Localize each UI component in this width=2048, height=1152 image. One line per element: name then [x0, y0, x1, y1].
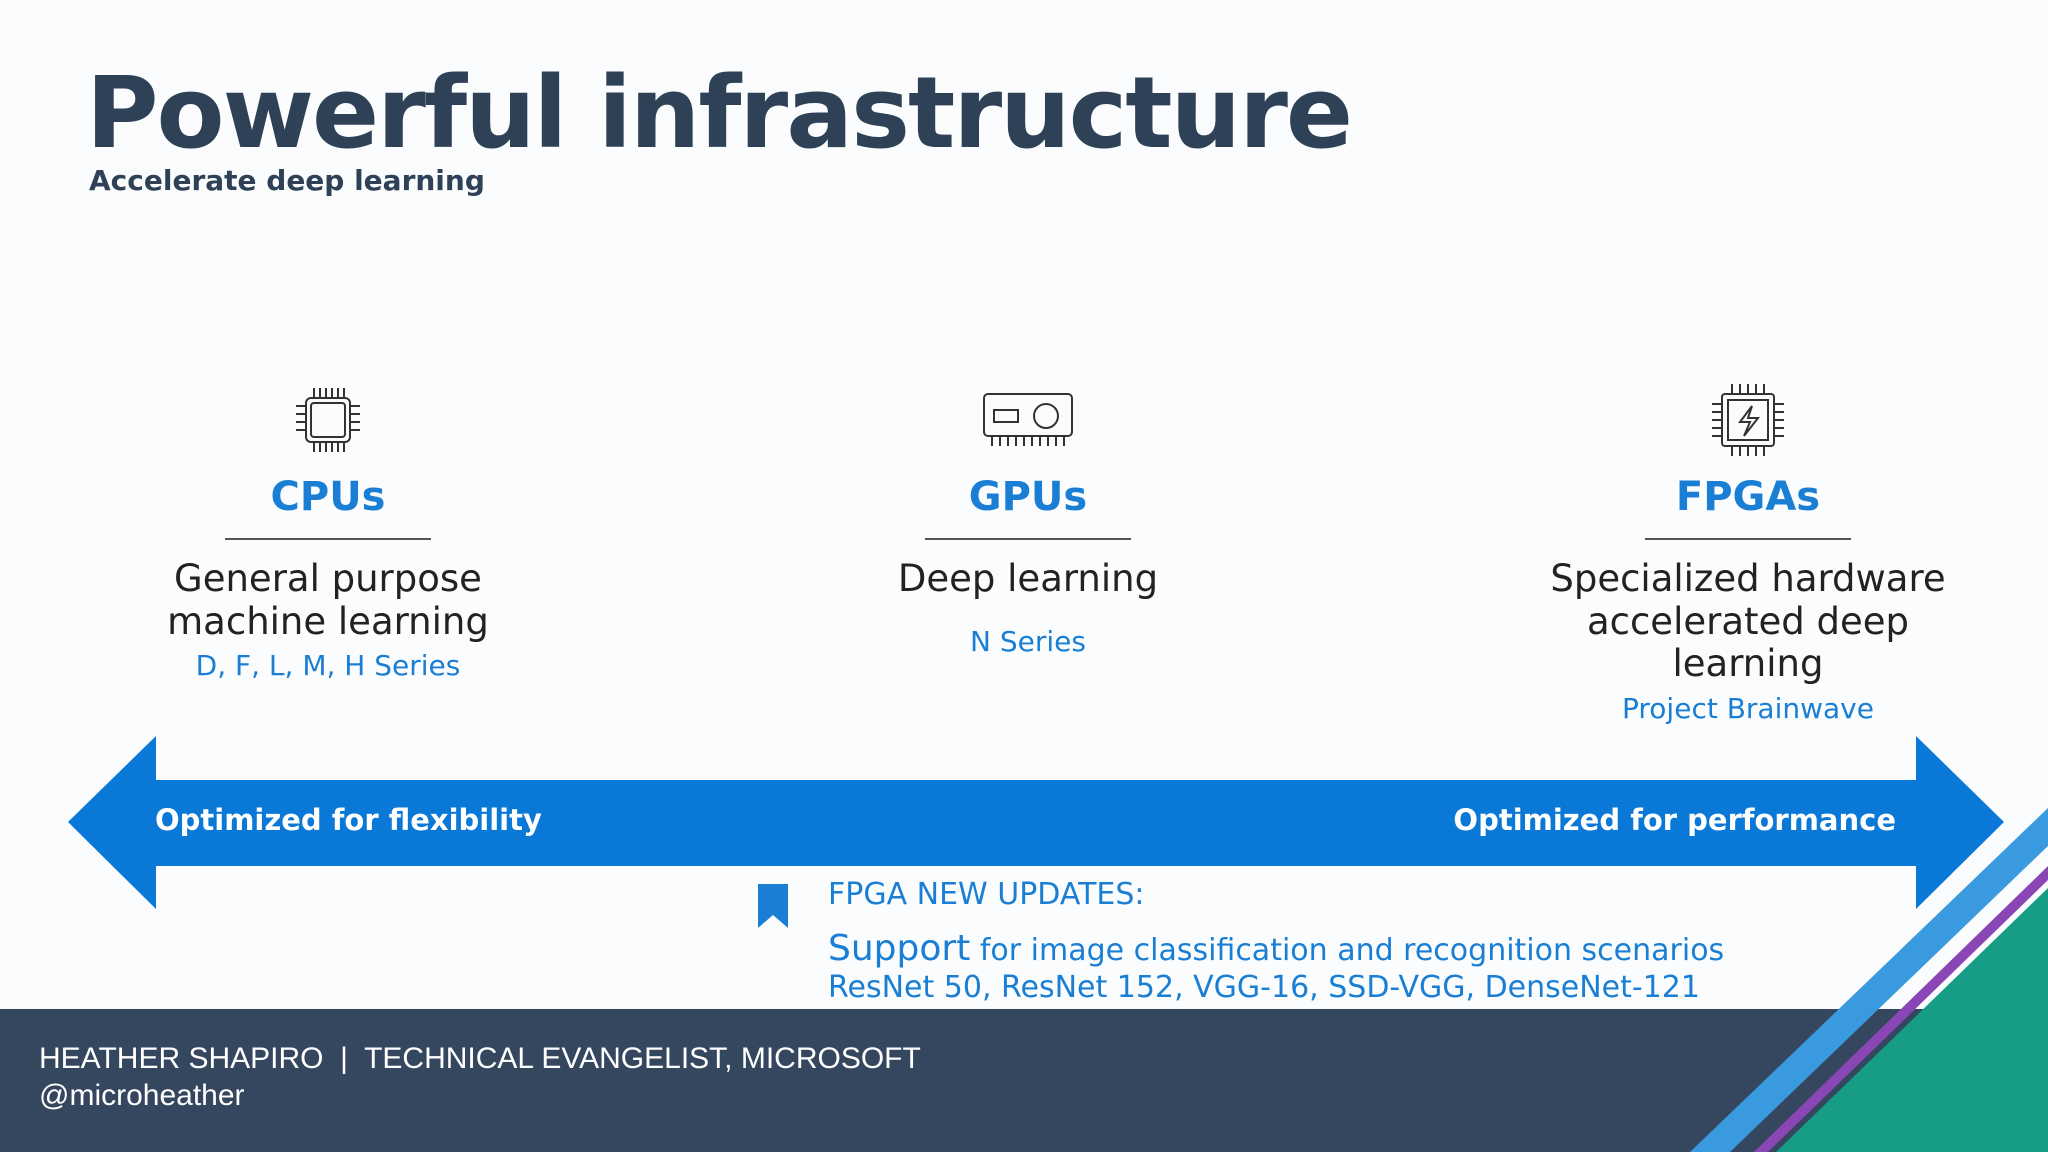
performance-label: Optimized for performance — [1453, 803, 1896, 837]
cpu-heading: CPUs — [270, 474, 386, 520]
fpga-chip-icon — [1488, 380, 2008, 460]
fpga-updates: FPGA NEW UPDATES: Support for image clas… — [828, 877, 1724, 1006]
flexibility-label: Optimized for flexibility — [155, 803, 542, 837]
support-word: Support — [828, 928, 971, 969]
gpu-card-icon — [768, 380, 1288, 460]
gpu-description: Deep learning — [897, 557, 1159, 600]
cpu-divider — [225, 538, 431, 540]
cpu-series: D, F, L, M, H Series — [195, 649, 461, 683]
cpu-column: CPUs General purpose machine learning D,… — [68, 380, 588, 682]
cpu-chip-icon — [68, 380, 588, 460]
support-text: for image classification and recognition… — [970, 933, 1725, 968]
footer-bar — [0, 1009, 2048, 1152]
gpu-divider — [925, 538, 1131, 540]
gpu-column: GPUs Deep learning N Series — [768, 380, 1288, 658]
updates-heading: FPGA NEW UPDATES: — [828, 877, 1145, 912]
footer-text: HEATHER SHAPIRO | TECHNICAL EVANGELIST, … — [39, 1041, 921, 1114]
page-subtitle: Accelerate deep learning — [89, 164, 485, 197]
updates-support: Support for image classification and rec… — [828, 927, 1724, 970]
fpga-series: Project Brainwave — [1622, 691, 1874, 725]
gpu-heading: GPUs — [968, 474, 1088, 520]
cpu-description: General purpose machine learning — [167, 557, 489, 643]
gpu-series: N Series — [970, 624, 1086, 658]
fpga-description: Specialized hardware accelerated deep le… — [1550, 557, 1946, 686]
fpga-heading: FPGAs — [1675, 474, 1821, 520]
speaker-handle: @microheather — [39, 1078, 245, 1112]
updates-models: ResNet 50, ResNet 152, VGG-16, SSD-VGG, … — [828, 970, 1700, 1006]
page-title: Powerful infrastructure — [86, 56, 1353, 171]
fpga-column: FPGAs Specialized hardware accelerated d… — [1488, 380, 2008, 725]
speaker-line: HEATHER SHAPIRO | TECHNICAL EVANGELIST, … — [39, 1042, 921, 1075]
fpga-divider — [1645, 538, 1851, 540]
bookmark-icon — [757, 883, 789, 934]
